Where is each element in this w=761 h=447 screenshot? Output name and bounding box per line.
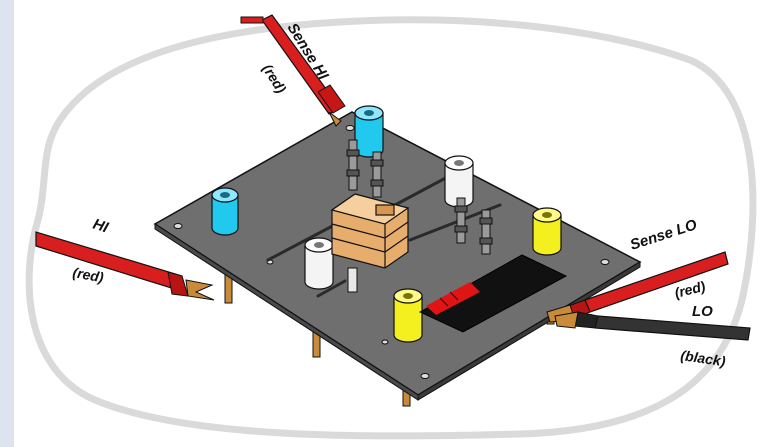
label-sense-lo-color: (red) <box>673 278 707 301</box>
enclosure-outline <box>25 16 757 440</box>
banana-jack-icon <box>211 187 239 236</box>
banana-jack-icon <box>304 237 334 290</box>
label-sense-lo: Sense LO <box>628 216 699 254</box>
banana-jack-icon <box>393 288 423 343</box>
hi-clip-lead <box>35 231 215 301</box>
led-display-icon <box>418 254 568 333</box>
label-hi-color: (red) <box>71 264 105 285</box>
lo-clip-lead <box>554 311 751 341</box>
relay-icon <box>330 193 410 269</box>
label-lo: LO <box>692 303 713 320</box>
banana-jack-icon <box>444 155 474 208</box>
label-hi: HI <box>91 216 111 237</box>
banana-jack-icon <box>354 105 384 158</box>
banana-jack-icon <box>532 207 562 256</box>
resistor-icon <box>346 139 493 293</box>
label-sense-hi-color: (red) <box>259 61 289 96</box>
label-lo-color: (black) <box>680 347 727 369</box>
sense-hi-clip-lead <box>240 14 346 127</box>
left-panel-strip <box>0 0 14 447</box>
mounting-holes <box>173 125 610 379</box>
